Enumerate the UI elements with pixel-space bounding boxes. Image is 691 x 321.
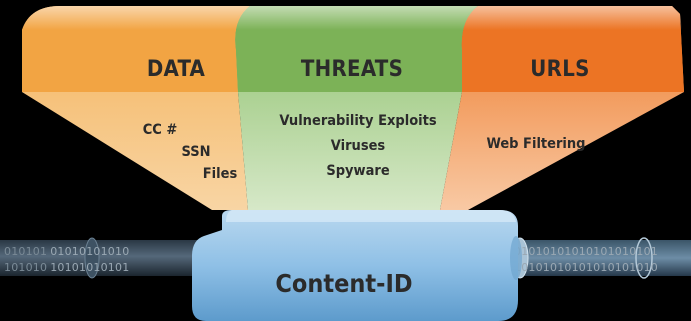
- threats-item-viruses: Viruses: [331, 138, 386, 154]
- data-item-ssn: SSN: [181, 144, 210, 160]
- data-item-cc: CC #: [143, 122, 178, 138]
- threats-item-spyware: Spyware: [326, 163, 390, 179]
- data-header: DATA: [147, 57, 206, 82]
- urls-header: URLS: [530, 57, 589, 82]
- data-item-files: Files: [203, 166, 238, 182]
- content-id-engine: Content-ID: [192, 210, 522, 321]
- threats-header: THREATS: [301, 57, 403, 82]
- content-id-label: Content-ID: [275, 269, 412, 298]
- binary-right-row1: 01010101010101010101: [514, 245, 658, 258]
- threats-funnel-section: THREATS Vulnerability Exploits Viruses S…: [234, 6, 478, 210]
- binary-right-row2: 10101010101010101010: [514, 261, 658, 274]
- threats-item-exploits: Vulnerability Exploits: [279, 113, 437, 129]
- urls-item-web-filtering: Web Filtering: [486, 136, 585, 152]
- urls-funnel-section: URLS Web Filtering: [440, 6, 684, 210]
- data-funnel-section: DATA CC # SSN Files: [22, 6, 250, 210]
- output-pipe: 01010101010101010101 1010101010101010101…: [511, 237, 691, 279]
